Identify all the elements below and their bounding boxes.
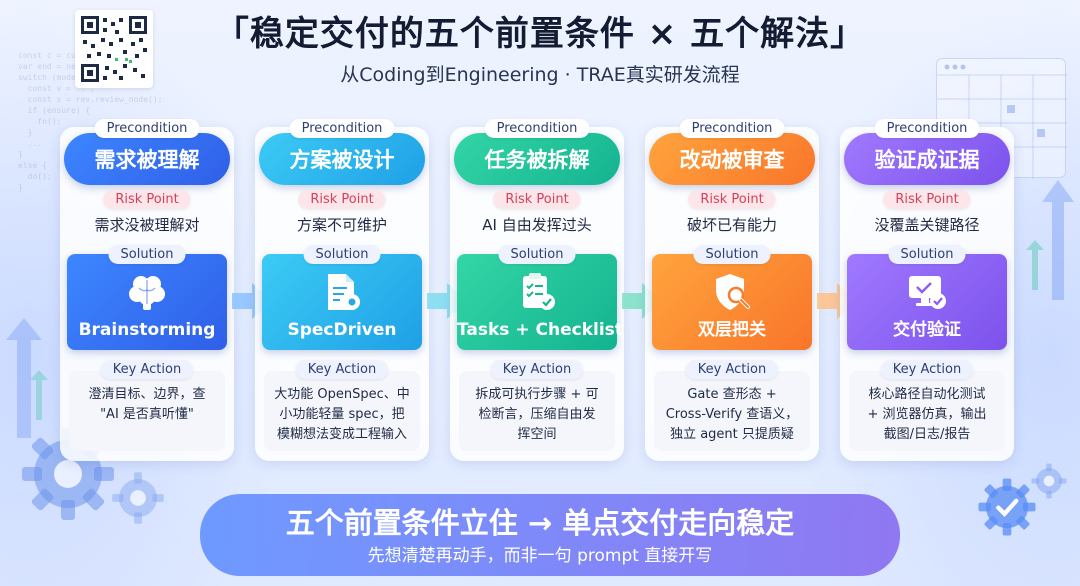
key-action-label: Key Action: [490, 360, 584, 379]
precondition-title: 需求被理解: [64, 133, 230, 185]
key-action-box: Gate 查形态 + Cross-Verify 查语义， 独立 agent 只提质疑: [654, 371, 810, 451]
key-action-line: 模糊想法变成工程输入: [276, 427, 407, 442]
solution-box: Tasks + Checklist: [457, 254, 623, 350]
solution-name: 交付验证: [893, 320, 961, 340]
shield-search-icon: [710, 270, 754, 314]
key-action-label: Key Action: [295, 360, 389, 379]
solution-name: 双层把关: [698, 320, 766, 340]
bottom-subtitle: 先想清楚再动手，而非一句 prompt 直接开写: [367, 546, 713, 566]
precondition-label: Precondition: [94, 119, 200, 138]
solution-label: Solution: [888, 245, 966, 264]
solution-label: Solution: [108, 245, 186, 264]
key-action-line: Gate 查形态 +: [687, 387, 777, 402]
decorative-gear-check-icon: [978, 478, 1036, 536]
key-action-label: Key Action: [880, 360, 974, 379]
key-action-line: 独立 agent 只提质疑: [670, 427, 794, 442]
key-action-box: 核心路径自动化测试 + 浏览器仿真，输出截图/日志/报告: [849, 371, 1005, 451]
risk-point-text: 方案不可维护: [296, 216, 387, 234]
solution-box: 交付验证: [847, 254, 1007, 350]
decorative-gear-icon: [1031, 463, 1067, 499]
solution-label: Solution: [303, 245, 381, 264]
precondition-title: 方案被设计: [259, 133, 425, 185]
precondition-title: 任务被拆解: [454, 133, 620, 185]
key-action-line: 挥空间: [517, 427, 557, 442]
bottom-title: 五个前置条件立住 → 单点交付走向稳定: [285, 506, 795, 540]
key-action-box: 大功能 OpenSpec、中小功能轻量 spec，把模糊想法变成工程输入: [264, 371, 420, 451]
brain-icon: [125, 270, 169, 314]
precondition-label: Precondition: [679, 119, 785, 138]
checklist-icon: [515, 270, 559, 314]
key-action-line: 检断言，压缩自由发: [478, 407, 596, 422]
decorative-up-arrow-icon: [1042, 180, 1074, 300]
precondition-title: 改动被审查: [649, 133, 815, 185]
key-action-box: 拆成可执行步骤 + 可检断言，压缩自由发挥空间: [459, 371, 615, 451]
page-title: 「稳定交付的五个前置条件 × 五个解法」: [214, 14, 866, 54]
solution-box: 双层把关: [652, 254, 812, 350]
precondition-label: Precondition: [874, 119, 980, 138]
solution-box: SpecDriven: [262, 254, 422, 350]
key-action-line: 大功能 OpenSpec、中: [274, 387, 410, 402]
solution-name: Tasks + Checklist: [457, 320, 623, 340]
risk-point-text: 需求没被理解对: [94, 216, 200, 234]
risk-point-text: AI 自由发挥过头: [482, 216, 592, 234]
key-action-line: 澄清目标、边界，查: [88, 387, 206, 402]
key-action-label: Key Action: [685, 360, 779, 379]
key-action-line: 核心路径自动化测试: [868, 387, 986, 402]
risk-point-label: Risk Point: [883, 190, 971, 209]
risk-point-label: Risk Point: [493, 190, 581, 209]
qr-code-image: [75, 10, 153, 88]
key-action-line: "AI 是否真听懂": [100, 407, 194, 422]
spec-doc-gear-icon: [320, 270, 364, 314]
decorative-up-arrow-icon: [1026, 240, 1044, 290]
precondition-title: 验证成证据: [844, 133, 1010, 185]
solution-name: Brainstorming: [78, 320, 216, 340]
key-action-line: + 浏览器仿真，输出: [867, 407, 987, 422]
monitor-check-icon: [905, 270, 949, 314]
decorative-gear-icon: [22, 428, 114, 520]
decorative-up-arrow-icon: [30, 370, 48, 420]
key-action-line: 截图/日志/报告: [883, 427, 971, 442]
precondition-label: Precondition: [289, 119, 395, 138]
page-subtitle: 从Coding到Engineering · TRAE真实研发流程: [340, 64, 740, 86]
risk-point-label: Risk Point: [103, 190, 191, 209]
decorative-up-arrow-icon: [6, 318, 42, 438]
key-action-label: Key Action: [100, 360, 194, 379]
solution-label: Solution: [693, 245, 771, 264]
decorative-gear-icon: [112, 472, 164, 524]
key-action-line: Cross-Verify 查语义，: [665, 407, 799, 422]
risk-point-text: 破坏已有能力: [686, 216, 777, 234]
risk-point-text: 没覆盖关键路径: [874, 216, 980, 234]
key-action-line: 拆成可执行步骤 + 可: [475, 387, 599, 402]
risk-point-label: Risk Point: [688, 190, 776, 209]
risk-point-label: Risk Point: [298, 190, 386, 209]
key-action-box: 澄清目标、边界，查 "AI 是否真听懂": [69, 371, 225, 451]
bottom-banner: [200, 494, 900, 576]
solution-box: Brainstorming: [67, 254, 227, 350]
solution-label: Solution: [498, 245, 576, 264]
key-action-line: 小功能轻量 spec，把: [279, 407, 405, 422]
precondition-label: Precondition: [484, 119, 590, 138]
solution-name: SpecDriven: [287, 320, 397, 340]
